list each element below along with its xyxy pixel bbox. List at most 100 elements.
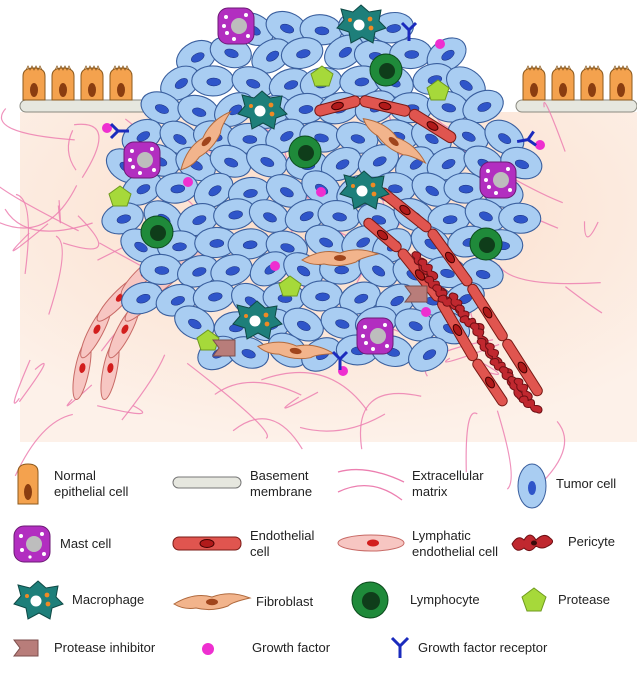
epithelial-cell	[551, 65, 575, 101]
growth-factor	[102, 123, 112, 133]
legend-protease: Protease	[520, 580, 637, 620]
tumor-cell	[484, 119, 525, 155]
tumor-cell	[462, 89, 504, 124]
endothelial-cell	[314, 95, 361, 117]
tumor-cell	[320, 306, 363, 340]
protease	[196, 329, 220, 351]
protease	[426, 79, 450, 101]
growth-factor	[435, 39, 445, 49]
lymphocyte	[140, 215, 174, 249]
tumor-cell-icon	[517, 463, 547, 509]
pericyte	[417, 258, 439, 281]
legend-label: Mast cell	[60, 536, 112, 551]
epithelial-cell	[580, 65, 604, 101]
lymphocyte-icon	[351, 581, 389, 619]
tumor-cell	[193, 172, 234, 209]
tumor-cell	[498, 202, 542, 234]
growth-factor-receptor	[331, 350, 349, 370]
macrophage-icon	[13, 580, 64, 620]
fibroblast-icon	[173, 593, 252, 611]
growth-factor	[421, 307, 431, 317]
ecm-fiber	[543, 101, 566, 152]
ecm-fiber	[67, 130, 77, 171]
tumor-cell	[282, 307, 324, 342]
fibroblast	[301, 249, 380, 267]
ecm-fiber	[565, 286, 603, 314]
protease	[310, 65, 334, 87]
protease-inhibitor	[404, 285, 428, 303]
tumor-cell	[210, 254, 253, 287]
fibroblast	[256, 341, 336, 360]
ecm-fiber	[0, 185, 78, 229]
endothelial-cell	[472, 358, 508, 407]
fibroblast	[180, 110, 232, 171]
ecm-fiber	[0, 186, 79, 232]
tumor-microenvironment-diagram	[0, 4, 637, 494]
ecm-fiber	[57, 200, 61, 224]
protease	[278, 275, 302, 297]
legend-normal-epithelial: Normal epithelial cell	[12, 462, 172, 505]
legend-basement-membrane: Basement membrane	[172, 462, 332, 502]
tumor-cell	[191, 65, 235, 97]
growth-factor	[183, 177, 193, 187]
epithelial-cell	[522, 65, 546, 101]
ecm-fiber	[232, 418, 303, 450]
ecm-fiber	[359, 392, 422, 450]
ecm-fiber	[48, 235, 63, 315]
growth-factor	[270, 261, 280, 271]
tumor-cell	[324, 34, 364, 70]
ecm-fiber	[299, 413, 386, 432]
growth-factor-receptor-icon	[390, 636, 410, 658]
ecm-fiber	[0, 108, 75, 141]
legend-label: Pericyte	[568, 534, 615, 549]
tumor-cell	[299, 14, 343, 46]
lymphatic-endothelial-cell-icon	[337, 534, 405, 552]
ecm-fiber	[121, 354, 166, 421]
macrophage	[232, 300, 283, 340]
legend-label: Lymphocyte	[410, 592, 480, 607]
legend-macrophage: Macrophage	[12, 580, 172, 620]
legend-label: Endothelial cell	[250, 528, 315, 559]
ecm-fiber	[497, 264, 601, 285]
macrophage	[336, 4, 387, 44]
basement-membrane-icon	[172, 476, 242, 489]
ecm-fiber	[496, 410, 512, 490]
legend-label: Extracellular matrix	[412, 468, 484, 499]
tumor-cell	[213, 198, 256, 230]
growth-factor-receptor	[109, 122, 129, 140]
ecm-fiber	[186, 362, 268, 439]
legend-growth-factor: Growth factor	[200, 636, 340, 676]
growth-factor	[316, 187, 326, 197]
pericyte	[518, 395, 543, 414]
tumor-cell	[280, 37, 324, 70]
legend-lymphatic-endothelial: Lymphatic endothelial cell	[336, 524, 516, 564]
legend-label: Normal epithelial cell	[54, 468, 129, 499]
normal-epithelium	[22, 65, 633, 101]
protease-icon	[521, 587, 547, 612]
lymphocyte	[288, 135, 322, 169]
macrophage	[237, 90, 288, 130]
legend-label: Growth factor receptor	[418, 640, 548, 655]
tumor-cell	[304, 224, 347, 258]
tumor-cell	[358, 251, 399, 288]
tumor-cell	[408, 336, 449, 372]
endothelial-cell-icon	[172, 536, 242, 551]
tumor-cell	[174, 305, 215, 340]
tumor-cell	[320, 146, 362, 182]
mast-cell-icon	[13, 525, 51, 563]
growth-factor-receptor	[400, 21, 418, 41]
legend-label: Protease inhibitor	[54, 640, 156, 655]
endothelial-cell	[502, 338, 543, 397]
macrophage	[339, 170, 390, 210]
lymphocyte	[369, 53, 403, 87]
protease	[108, 185, 132, 207]
legend-protease-inhibitor: Protease inhibitor	[12, 636, 192, 676]
legend-mast-cell: Mast cell	[12, 524, 172, 564]
legend-growth-factor-receptor: Growth factor receptor	[388, 636, 608, 676]
pericyte-icon	[511, 534, 554, 552]
growth-factor	[535, 140, 545, 150]
ecm-fiber	[465, 412, 478, 473]
tumor-cell	[176, 39, 217, 75]
ecm-fiber	[13, 359, 31, 404]
growth-factor-receptor	[516, 130, 537, 147]
